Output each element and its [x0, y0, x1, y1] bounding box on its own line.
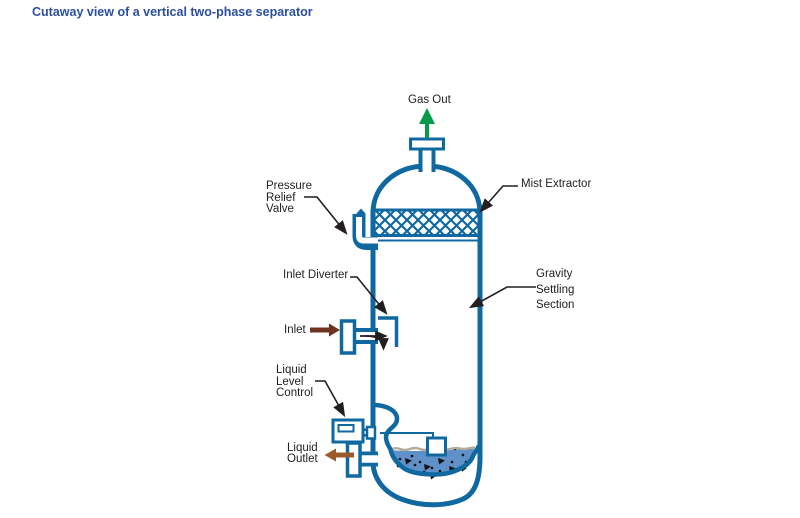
liquid-pool: [391, 448, 474, 474]
flow-arrows: [360, 330, 389, 351]
leader-mist-extractor: [479, 185, 518, 213]
leader-liquid-level-control: [315, 380, 346, 418]
vessel-dome: [370, 163, 483, 214]
label-mist-extractor: Mist Extractor: [521, 178, 592, 190]
liquid-outlet-arrow: [324, 448, 354, 462]
level-float: [426, 436, 447, 457]
liquid-outline: [373, 402, 481, 477]
label-gravity-settling-section: Gravity Settling Section: [536, 268, 575, 311]
inlet-diverter-baffle: [378, 316, 399, 347]
label-inlet: Inlet: [284, 324, 306, 336]
leader-gravity-settling-section: [468, 286, 536, 309]
label-inlet-diverter: Inlet Diverter: [283, 269, 349, 281]
inlet-arrow: [310, 323, 340, 337]
pressure-relief-valve-fitting: [352, 208, 378, 250]
leader-inlet-diverter: [350, 276, 388, 315]
leader-pressure-relief-valve: [304, 196, 348, 235]
label-liquid-outlet: Liquid Outlet: [287, 442, 318, 465]
mist-extractor-band: [375, 208, 480, 242]
label-pressure-relief-valve: Pressure Relief Valve: [266, 180, 313, 215]
gas-out-arrow: [419, 108, 435, 138]
label-liquid-level-control: Liquid Level Control: [276, 364, 314, 399]
liquid-level-control-box: [331, 418, 377, 444]
vessel-bottom: [370, 455, 483, 508]
gas-outlet-nozzle: [409, 137, 445, 172]
diagram-title: Cutaway view of a vertical two-phase sep…: [32, 5, 313, 19]
label-gas-out: Gas Out: [408, 94, 451, 106]
liquid-outlet-nozzle: [345, 441, 378, 478]
